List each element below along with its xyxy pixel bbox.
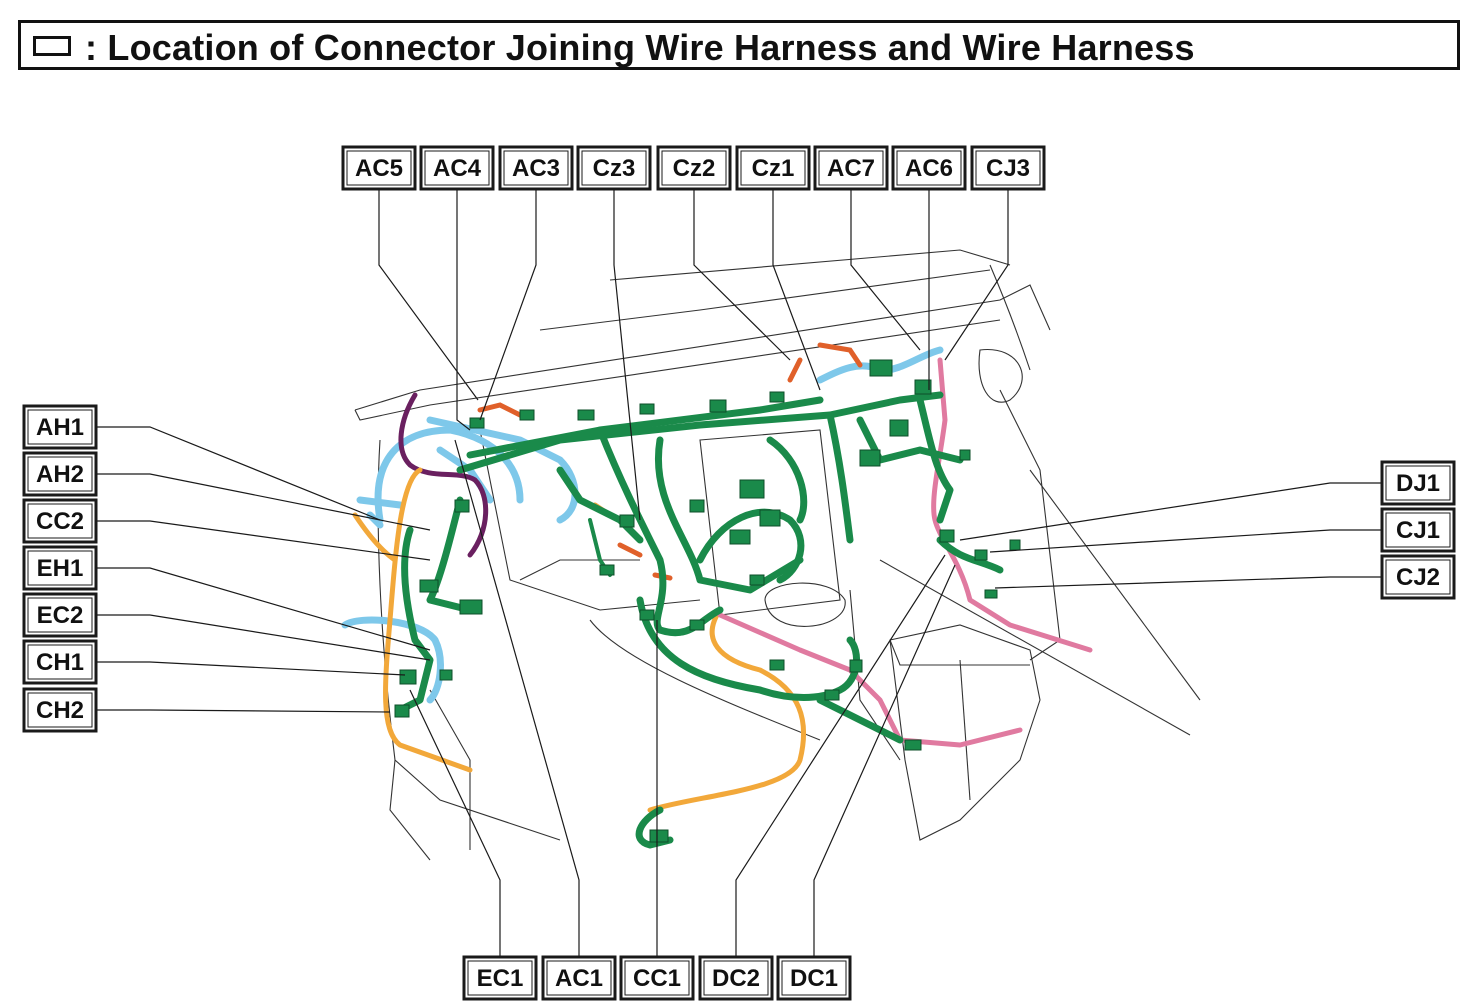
connector-code: CJ1: [1396, 517, 1440, 544]
connector-code: Cz3: [593, 155, 636, 182]
connector-code: Cz2: [673, 155, 716, 182]
connector-code: AC4: [433, 155, 482, 182]
dashboard-outline: [354, 249, 1201, 861]
connector-code: Cz1: [752, 155, 795, 182]
connector-code: CJ3: [986, 155, 1030, 182]
connector-code: DC2: [712, 965, 760, 992]
connector-label-dj1: DJ1: [1380, 460, 1456, 506]
connector-label-cc2: CC2: [22, 498, 98, 544]
labels-bottom: EC1 AC1 CC1 DC2 DC1: [462, 955, 852, 1001]
connector-code: AC6: [905, 155, 953, 182]
connector-code: AC5: [355, 155, 403, 182]
connector-code: CC2: [36, 508, 84, 535]
rectangle-icon: [33, 36, 71, 56]
pink-harness: [717, 357, 1093, 748]
connector-code: CH2: [36, 697, 84, 724]
connector-label-eh1: EH1: [22, 545, 98, 591]
connector-code: AH1: [36, 414, 84, 441]
connector-code: EH1: [37, 555, 84, 582]
connector-label-cj3: CJ3: [970, 145, 1046, 191]
purple-harness: [398, 392, 489, 558]
connector-code: CH1: [36, 649, 84, 676]
connector-label-ch2: CH2: [22, 687, 98, 733]
page-title: : Location of Connector Joining Wire Har…: [85, 27, 1195, 68]
connector-label-cj2: CJ2: [1380, 554, 1456, 600]
connector-code: DC1: [790, 965, 838, 992]
connector-code: AH2: [36, 461, 84, 488]
connector-label-cz3: Cz3: [576, 145, 652, 191]
labels-top: AC5 AC4 AC3 Cz3 Cz2 Cz1 AC7 AC6 CJ3: [341, 145, 1046, 191]
connector-label-ac1: AC1: [541, 955, 617, 1001]
connector-label-ah1: AH1: [22, 404, 98, 450]
connector-label-ec1: EC1: [462, 955, 538, 1001]
connector-code: DJ1: [1396, 470, 1440, 497]
connector-code: CJ2: [1396, 564, 1440, 591]
connector-label-ch1: CH1: [22, 639, 98, 685]
connector-label-ah2: AH2: [22, 451, 98, 497]
connector-code: EC2: [37, 602, 84, 629]
connector-code: EC1: [477, 965, 524, 992]
leader-lines: [95, 190, 1384, 958]
connector-label-dc2: DC2: [698, 955, 774, 1001]
connector-label-ac6: AC6: [891, 145, 967, 191]
connector-label-cz2: Cz2: [656, 145, 732, 191]
connector-label-ac4: AC4: [419, 145, 495, 191]
connector-label-cc1: CC1: [619, 955, 695, 1001]
connector-label-ec2: EC2: [22, 592, 98, 638]
connector-code: AC3: [512, 155, 560, 182]
connector-label-cz1: Cz1: [735, 145, 811, 191]
connector-label-ac7: AC7: [813, 145, 889, 191]
title-box: : Location of Connector Joining Wire Har…: [18, 20, 1460, 70]
connector-code: CC1: [633, 965, 681, 992]
connector-label-cj1: CJ1: [1380, 507, 1456, 553]
harness-connectors: [394, 359, 1021, 843]
connector-label-ac3: AC3: [498, 145, 574, 191]
connector-code: AC1: [555, 965, 603, 992]
connector-label-ac5: AC5: [341, 145, 417, 191]
connector-label-dc1: DC1: [776, 955, 852, 1001]
connector-code: AC7: [827, 155, 875, 182]
